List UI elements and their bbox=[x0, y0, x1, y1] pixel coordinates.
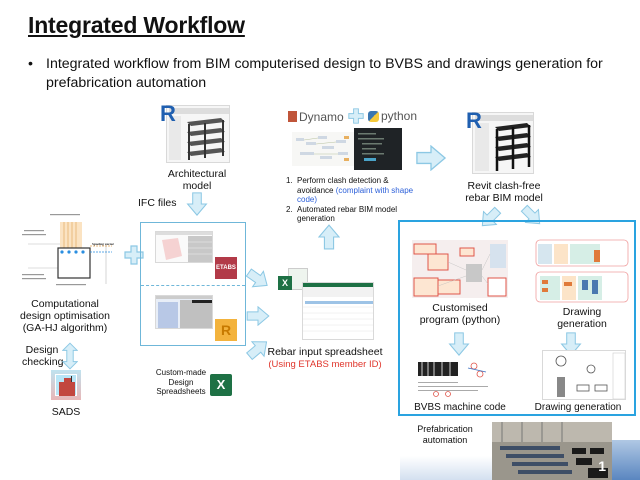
prefabrication-photo: 1 bbox=[492, 422, 612, 480]
prefabrication-label: Prefabrication automation bbox=[410, 424, 480, 446]
etabs-screenshot bbox=[155, 231, 213, 263]
dynamo-steps-list: 1. Perform clash detection & avoidance (… bbox=[286, 176, 426, 224]
label-line: checking bbox=[22, 356, 64, 368]
city-skyline-decoration bbox=[400, 456, 492, 480]
revit-clash-free-label: Revit clash-free rebar BIM model bbox=[452, 180, 556, 204]
label-line: model bbox=[182, 180, 212, 192]
step-2: 2. Automated rebar BIM model generation bbox=[286, 205, 426, 224]
python-code-image bbox=[354, 128, 402, 170]
computational-design-diagram: Spacing vector bbox=[20, 212, 115, 290]
step-note: (complaint with shape code) bbox=[297, 185, 414, 205]
step-text: generation bbox=[297, 214, 335, 223]
label-line: Architectural bbox=[167, 168, 227, 180]
label-line: Design bbox=[25, 344, 59, 356]
bullet-text: Integrated workflow from BIM computerise… bbox=[46, 56, 603, 91]
dynamo-graph-image bbox=[292, 132, 354, 166]
label-line: design optimisation bbox=[20, 310, 110, 322]
step-number: 2. bbox=[286, 204, 293, 214]
python-icon bbox=[368, 111, 379, 122]
custom-spreadsheets-label: Custom-made Design Spreadsheets bbox=[152, 368, 210, 397]
sads-label: SADS bbox=[51, 406, 81, 418]
label-line: program (python) bbox=[419, 314, 501, 326]
arrow-down-to-bvbs bbox=[448, 332, 470, 356]
arrow-right-to-revit bbox=[414, 145, 448, 171]
bvbs-code-image bbox=[412, 358, 508, 402]
arrow-up-to-dynamo bbox=[318, 222, 340, 252]
excel-icon: X bbox=[278, 276, 292, 290]
photo-number: 1 bbox=[598, 458, 606, 474]
python-label: python bbox=[381, 109, 418, 123]
design-checking-label: Design checking bbox=[22, 344, 64, 368]
architectural-model-image: R bbox=[160, 103, 230, 165]
customised-program-image bbox=[412, 240, 508, 298]
step-text: Automated rebar BIM model bbox=[297, 204, 398, 214]
step-number: 1. bbox=[286, 176, 293, 185]
drawing-generation-top-label: Drawing generation bbox=[534, 306, 630, 330]
drawing-sheet-image bbox=[542, 350, 626, 400]
step-text: Perform clash detection & bbox=[297, 176, 389, 185]
output-box: Customised program (python) Drawing gene… bbox=[398, 220, 636, 416]
arrow-revit-to-spreadsheet bbox=[246, 306, 270, 326]
rebar-model-icon bbox=[475, 115, 533, 171]
label-line: generation bbox=[557, 318, 607, 330]
drawing-generation-flowchart bbox=[534, 236, 630, 304]
label-line: Customised bbox=[432, 302, 488, 314]
dynamo-python-header: Dynamo python bbox=[288, 108, 418, 126]
label-line: (GA-HJ algorithm) bbox=[22, 322, 108, 334]
arrow-down-ifc bbox=[186, 192, 208, 216]
label-line: Drawing bbox=[562, 306, 602, 318]
dynamo-icon bbox=[288, 111, 297, 122]
building-frame-icon bbox=[169, 108, 229, 160]
bullet-marker: • bbox=[28, 56, 33, 72]
spacing-vector-label: Spacing vector bbox=[92, 242, 115, 246]
ifc-files-label: IFC files bbox=[138, 197, 177, 209]
divider bbox=[141, 285, 245, 286]
label-line: automation bbox=[422, 435, 468, 445]
excel-icon: X bbox=[210, 374, 232, 396]
slide-title: Integrated Workflow bbox=[28, 12, 245, 38]
label-line: Revit clash-free bbox=[467, 180, 541, 192]
label-line: Design bbox=[168, 377, 194, 387]
arrow-updown-design-check bbox=[62, 342, 78, 370]
computational-design-label: Computational design optimisation (GA-HJ… bbox=[10, 298, 120, 334]
revit-icon: R bbox=[466, 108, 482, 133]
dynamo-label: Dynamo bbox=[299, 110, 344, 124]
label-line: rebar BIM model bbox=[465, 192, 543, 204]
bvbs-label: BVBS machine code bbox=[414, 402, 506, 413]
label-line: Computational bbox=[31, 298, 99, 310]
rebar-spreadsheet-image: X bbox=[276, 268, 376, 342]
city-skyline-decoration bbox=[612, 440, 640, 480]
revit-icon: R bbox=[160, 101, 176, 126]
revit-spreadsheet-screenshot bbox=[155, 295, 213, 329]
etabs-icon: ETABS bbox=[215, 257, 237, 279]
revit-orange-icon: R bbox=[215, 319, 237, 341]
label-line: Custom-made bbox=[155, 368, 207, 377]
customised-program-label: Customised program (python) bbox=[408, 302, 512, 326]
label-line: Prefabrication bbox=[417, 424, 473, 434]
step-1: 1. Perform clash detection & avoidance (… bbox=[286, 176, 426, 205]
spreadsheet-screenshot bbox=[302, 282, 374, 340]
label-line: Spreadsheets bbox=[156, 387, 206, 396]
architectural-model-label: Architectural model bbox=[152, 168, 242, 192]
arrow-etabs-to-spreadsheet bbox=[242, 263, 274, 295]
sads-icon bbox=[51, 370, 81, 400]
ifc-analysis-box: ETABS R bbox=[140, 222, 246, 346]
plus-icon bbox=[348, 108, 364, 124]
dynamo-python-screenshots bbox=[292, 128, 412, 172]
rebar-input-note: (Using ETABS member ID) bbox=[268, 359, 382, 370]
drawing-generation-bottom-label: Drawing generation bbox=[534, 402, 622, 413]
step-text: avoidance bbox=[297, 185, 334, 195]
revit-clash-free-image: R bbox=[466, 110, 534, 174]
rebar-input-label: Rebar input spreadsheet bbox=[267, 346, 383, 358]
